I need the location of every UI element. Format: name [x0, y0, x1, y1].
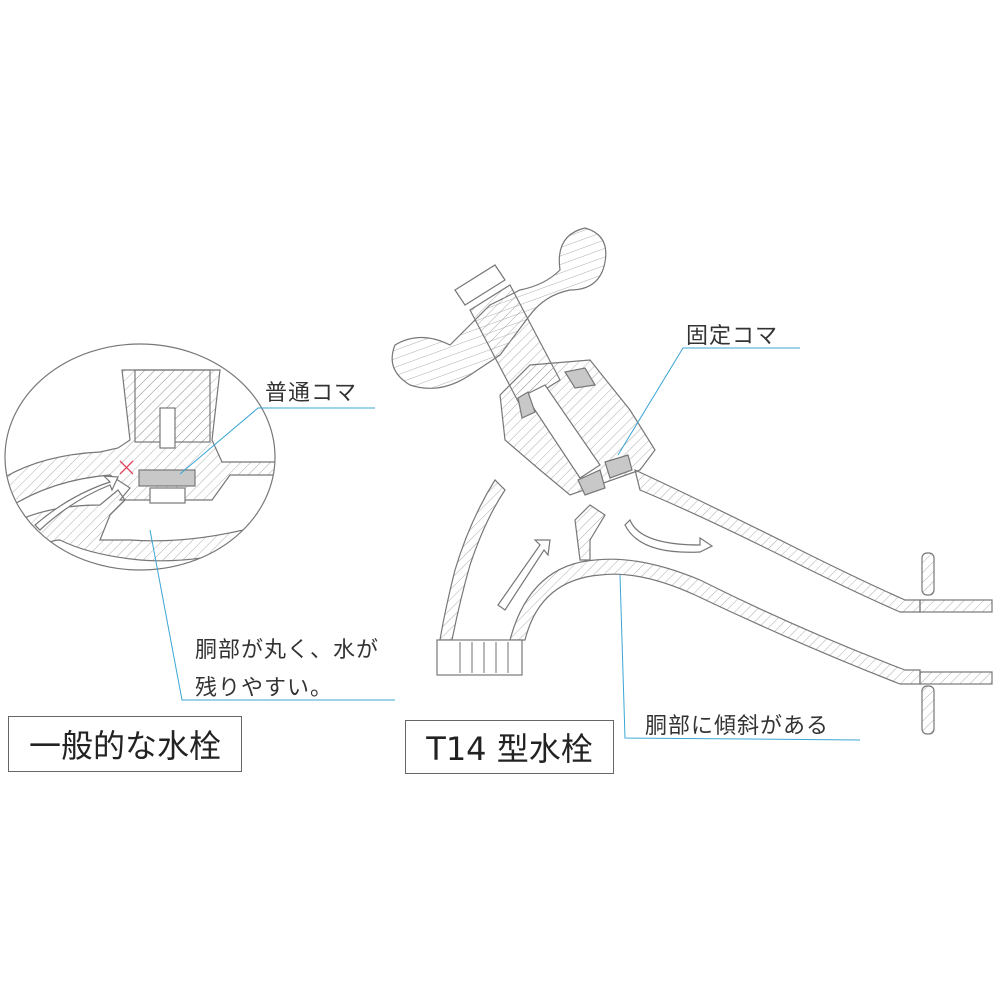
leader-fixed-valve — [617, 347, 800, 456]
callout-common-body-line1: 胴部が丸く、水が — [195, 638, 380, 663]
t14-faucet-title: T14 型水栓 — [405, 720, 614, 774]
fixed-valve-disc — [577, 469, 606, 496]
leader-t14-body — [619, 574, 861, 741]
callout-common-body-line2: 残りやすい。 — [195, 676, 334, 701]
detail-ellipse — [4, 343, 276, 571]
callout-common-valve: 普通コマ — [265, 381, 358, 406]
cross-mark-icon — [119, 460, 134, 475]
callout-t14-body: 胴部に傾斜がある — [645, 714, 830, 739]
callout-fixed-valve: 固定コマ — [686, 324, 779, 349]
leader-common-body — [149, 529, 395, 701]
t14-faucet-section — [391, 227, 993, 735]
common-valve-disc — [138, 469, 196, 487]
leader-lines — [149, 347, 861, 741]
common-faucet-title: 一般的な水栓 — [8, 716, 242, 772]
leader-common-valve — [179, 407, 375, 475]
common-faucet-section — [4, 343, 276, 571]
